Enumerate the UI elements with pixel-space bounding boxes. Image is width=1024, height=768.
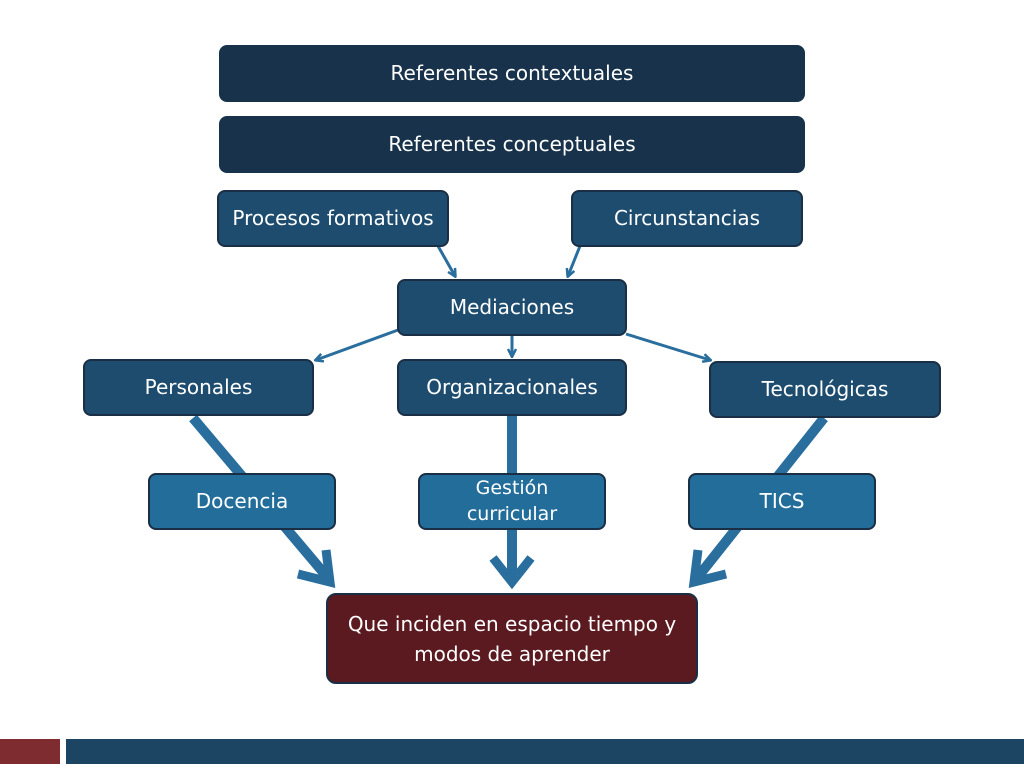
footer-bar	[66, 739, 1024, 764]
tics-label: TICS	[759, 489, 805, 513]
arrow-mediaciones-to-tecnologicas	[625, 332, 710, 360]
gestion-curricular-label: Gestión curricular	[466, 476, 558, 525]
personales-label: Personales	[144, 375, 253, 399]
mediaciones-box: Mediaciones	[397, 279, 627, 336]
docencia-label: Docencia	[195, 489, 289, 513]
personales-box: Personales	[83, 359, 314, 416]
referentes-contextuales-box: Referentes contextuales	[219, 45, 805, 102]
tics-box: TICS	[688, 473, 876, 530]
referentes-conceptuales-label: Referentes conceptuales	[388, 132, 636, 156]
tecnologicas-box: Tecnológicas	[709, 361, 941, 418]
arrow-procesos-to-mediaciones	[436, 245, 455, 276]
tecnologicas-label: Tecnológicas	[761, 377, 889, 401]
procesos-formativos-label: Procesos formativos	[232, 206, 434, 230]
mediaciones-label: Mediaciones	[449, 295, 575, 319]
arrowhead-tecnologicas	[688, 549, 728, 588]
arrow-circunstancias-to-mediaciones	[568, 245, 582, 276]
circunstancias-box: Circunstancias	[571, 190, 803, 247]
organizacionales-label: Organizacionales	[426, 375, 598, 399]
docencia-box: Docencia	[148, 473, 336, 530]
arrow-mediaciones-to-personales	[316, 328, 399, 360]
gestion-curricular-box: Gestión curricular	[418, 473, 606, 530]
arrowhead-personales	[296, 549, 336, 588]
footer-accent-bar	[0, 739, 60, 764]
result-label: Que inciden en espacio tiempo y modos de…	[347, 611, 677, 666]
arrowhead-organizacionales	[489, 555, 535, 590]
result-box: Que inciden en espacio tiempo y modos de…	[326, 593, 698, 684]
referentes-conceptuales-box: Referentes conceptuales	[219, 116, 805, 173]
procesos-formativos-box: Procesos formativos	[217, 190, 449, 247]
circunstancias-label: Circunstancias	[613, 206, 761, 230]
referentes-contextuales-label: Referentes contextuales	[390, 61, 634, 85]
organizacionales-box: Organizacionales	[397, 359, 627, 416]
